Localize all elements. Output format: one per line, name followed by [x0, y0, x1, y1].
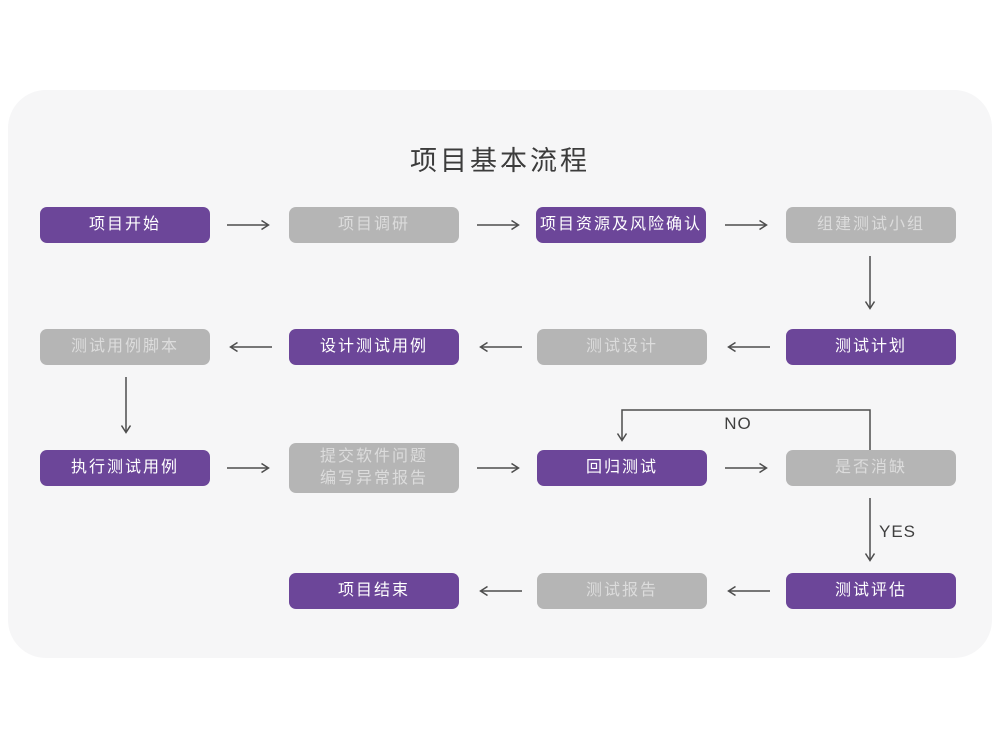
node-regression-test: 回归测试 [537, 450, 707, 486]
node-design-test-cases: 设计测试用例 [289, 329, 459, 365]
node-test-design: 测试设计 [537, 329, 707, 365]
node-build-test-team: 组建测试小组 [786, 207, 956, 243]
flowchart-panel [8, 90, 992, 658]
node-project-research: 项目调研 [289, 207, 459, 243]
node-resource-risk-confirm: 项目资源及风险确认 [536, 207, 706, 243]
node-project-end: 项目结束 [289, 573, 459, 609]
node-test-case-scripts: 测试用例脚本 [40, 329, 210, 365]
node-project-start: 项目开始 [40, 207, 210, 243]
node-test-report: 测试报告 [537, 573, 707, 609]
node-defect-cleared: 是否消缺 [786, 450, 956, 486]
node-test-plan: 测试计划 [786, 329, 956, 365]
diagram-title: 项目基本流程 [410, 146, 590, 176]
node-execute-test-cases: 执行测试用例 [40, 450, 210, 486]
node-submit-issue-report: 提交软件问题 编写异常报告 [289, 443, 459, 493]
node-test-evaluation: 测试评估 [786, 573, 956, 609]
edge-label-yes: YES [879, 522, 917, 541]
edge-label-no: NO [724, 414, 752, 433]
